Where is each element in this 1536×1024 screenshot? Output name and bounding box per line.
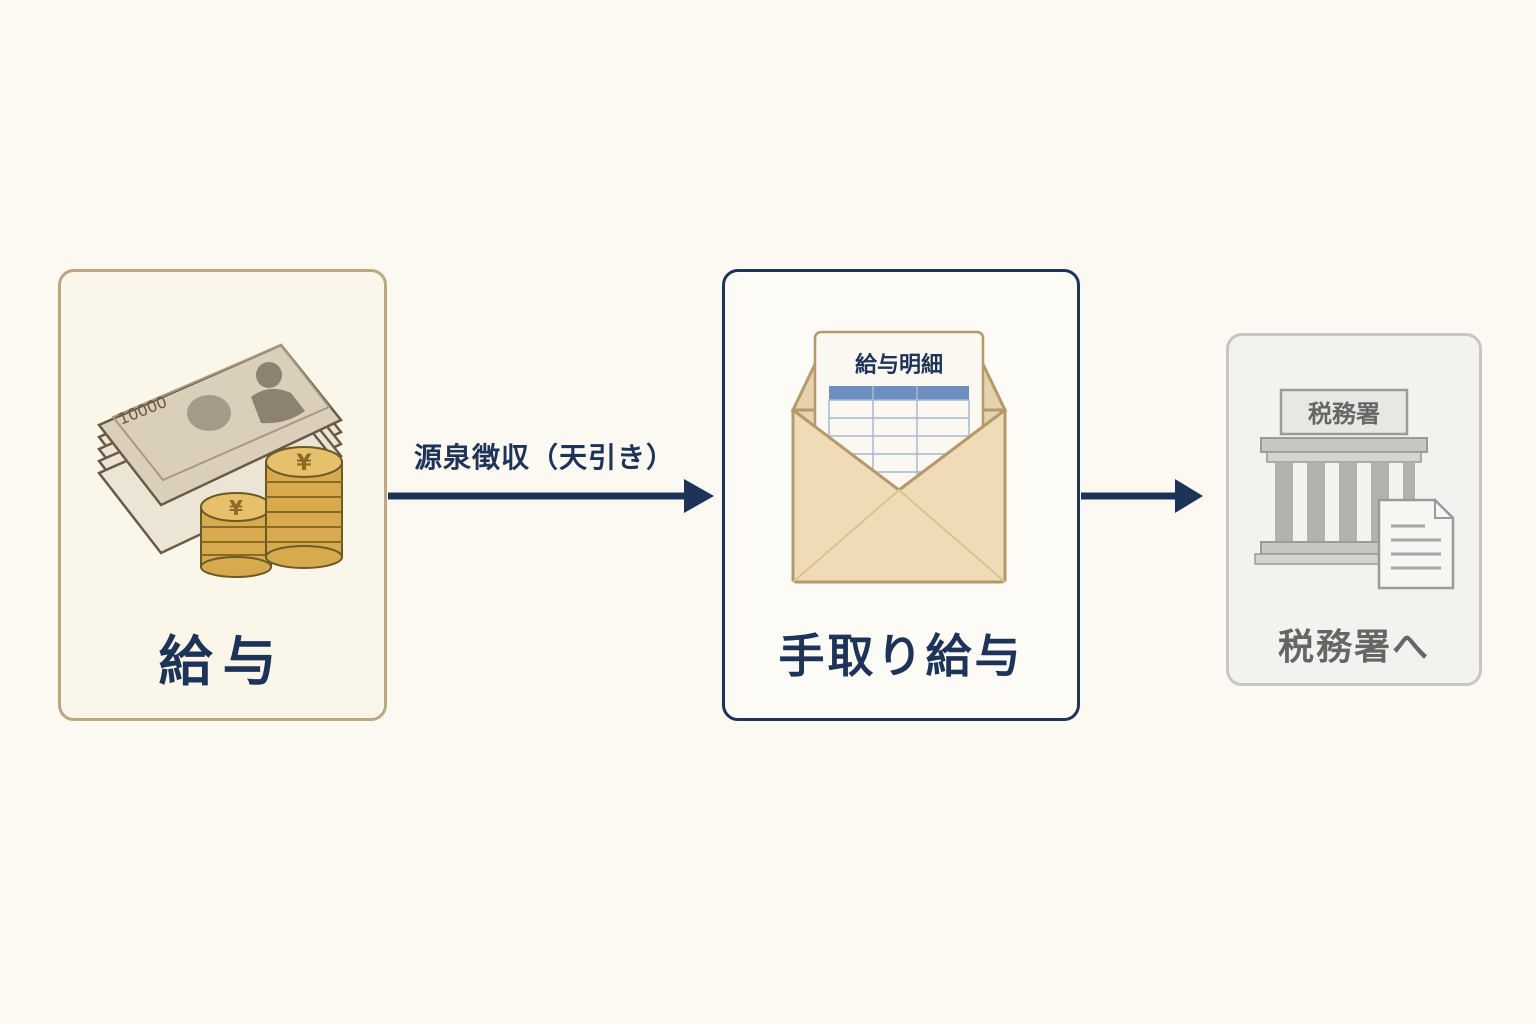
salary-card: 10000 ¥ ¥ 給与 — [58, 269, 387, 721]
banknote-stack-icon: 10000 — [97, 343, 343, 555]
tax-office-sign: 税務署 — [1308, 400, 1380, 428]
payslip-title: 給与明細 — [855, 352, 943, 378]
coin-stack-small-icon: ¥ — [200, 492, 272, 578]
arrow-right-icon — [388, 479, 714, 513]
net-pay-card: 給与明細 手取り給与 — [722, 269, 1080, 721]
tax-office-building-icon: 税務署 — [1254, 388, 1455, 590]
tax-office-card: 税務署 税務署へ — [1226, 333, 1482, 686]
document-icon — [1377, 498, 1455, 590]
salary-label: 給与 — [158, 630, 287, 693]
svg-text:¥: ¥ — [229, 496, 243, 520]
svg-text:¥: ¥ — [296, 451, 312, 476]
net-pay-label: 手取り給与 — [778, 629, 1024, 683]
deduction-label: 源泉徴収（天引き） — [414, 441, 676, 474]
arrow-right-icon — [1081, 479, 1203, 513]
coin-stack-tall-icon: ¥ — [265, 446, 343, 569]
envelope-payslip-icon: 給与明細 — [790, 330, 1008, 584]
tax-office-label: 税務署へ — [1277, 627, 1430, 668]
money-stack-icon: 10000 ¥ ¥ — [97, 343, 343, 578]
